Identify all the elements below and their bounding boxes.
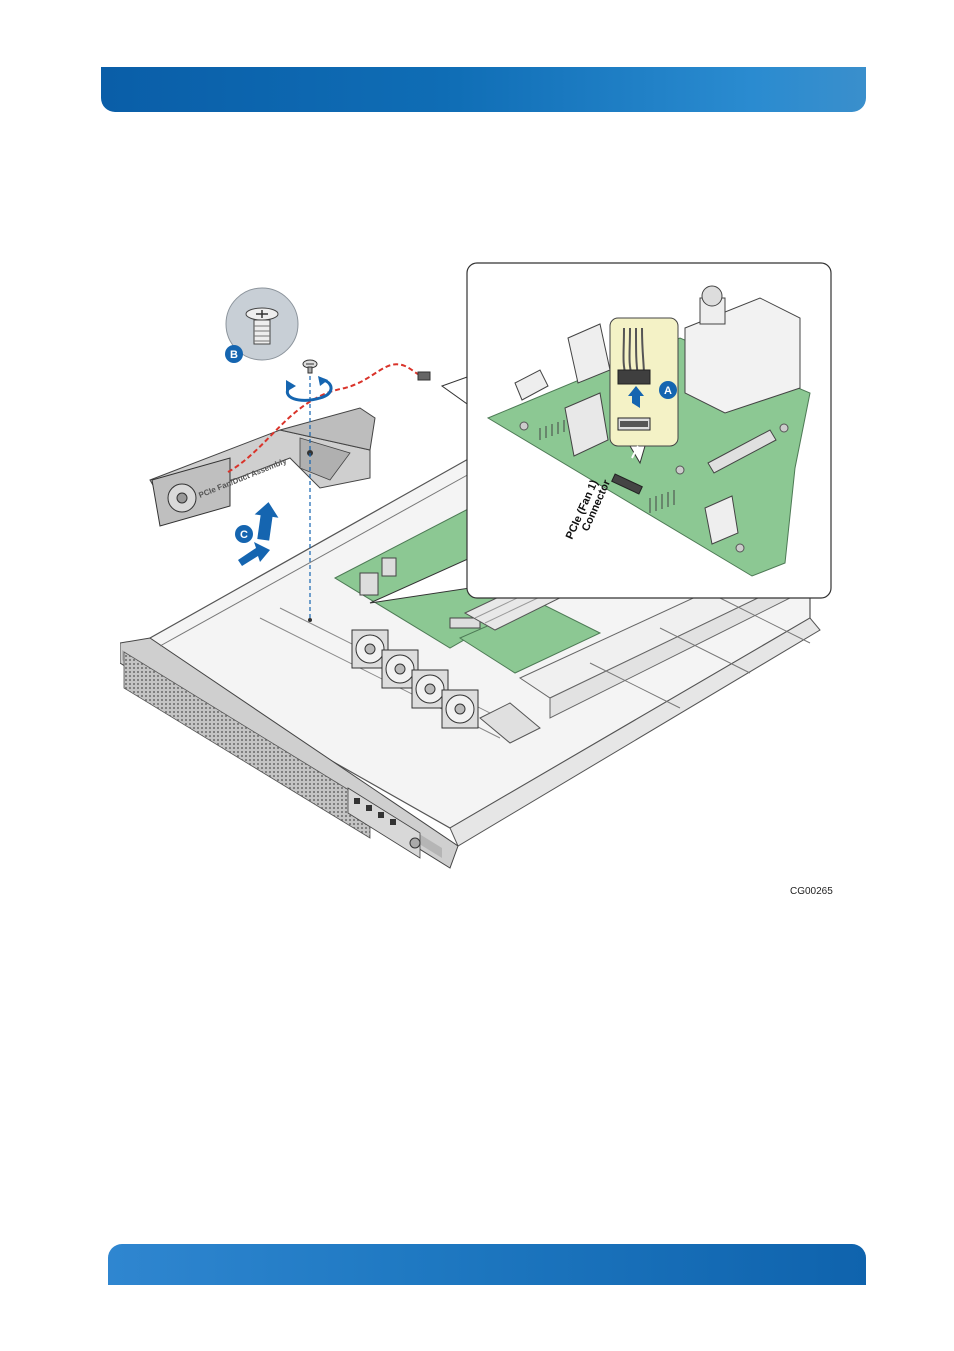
svg-text:B: B (230, 349, 238, 361)
callout-b-badge: B (225, 345, 243, 363)
cable-connector-end (418, 372, 430, 380)
callout-c-badge: C (235, 525, 253, 543)
callout-a-badge: A (659, 381, 677, 399)
fan-duct-removal-illustration: PCIe Fan/Duct Assembly (120, 258, 834, 898)
header-banner (101, 67, 866, 112)
figure-id: CG00265 (790, 886, 833, 897)
svg-text:A: A (664, 385, 672, 397)
svg-text:C: C (240, 529, 248, 541)
footer-banner (108, 1244, 866, 1285)
